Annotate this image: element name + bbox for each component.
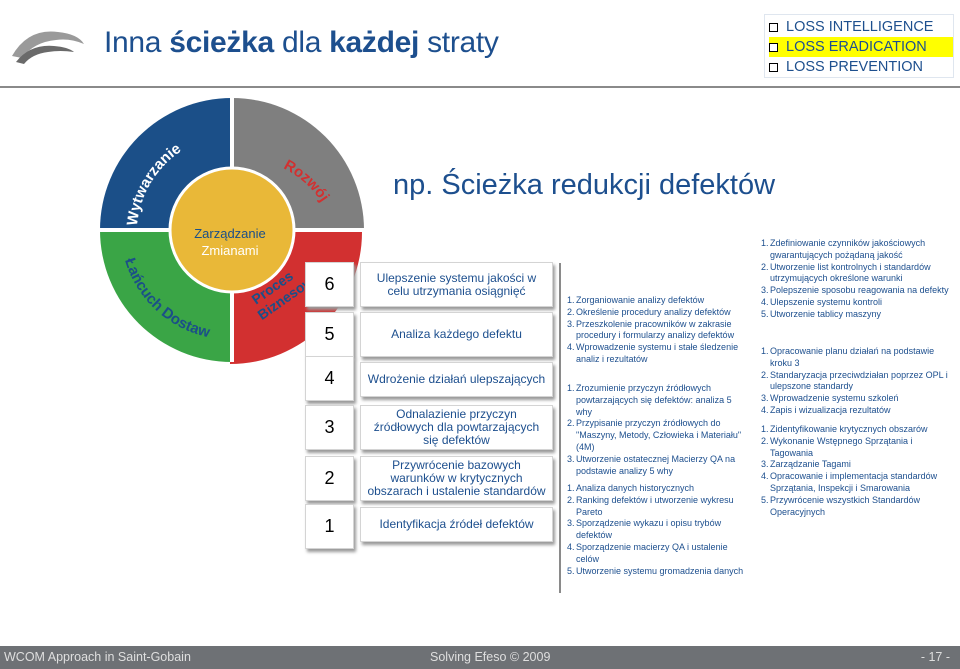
footer-center-text: Solving Efeso © 2009 — [430, 650, 551, 664]
list-item: 2.Standaryzacja przeciwdziałan poprzez O… — [761, 369, 948, 392]
footer-bar: WCOM Approach in Saint-Gobain Solving Ef… — [0, 646, 960, 669]
footer-left-text: WCOM Approach in Saint-Gobain — [4, 650, 191, 664]
checkbox-icon — [769, 42, 778, 52]
step-5-actions: 1.Zorganiowanie analizy defektów 2.Okreś… — [567, 295, 747, 366]
step-1-actions: 1.Analiza danych historycznych 2.Ranking… — [567, 483, 747, 577]
step-number-3: 3 — [305, 405, 354, 450]
step-box-4: Wdrożenie działań ulepszających — [360, 362, 553, 397]
steps-divider — [559, 263, 561, 593]
step-2-actions: 1.Zidentyfikowanie krytycznych obszarów … — [761, 424, 956, 518]
loss-eradication-option: LOSS ERADICATION — [769, 37, 953, 57]
list-item: 1.Zrozumienie przyczyn źródłowych powtar… — [567, 383, 732, 417]
list-item: 3.Przeszkolenie pracowników w zakrasie p… — [567, 318, 735, 341]
list-item: 3.Zarządzanie Tagami — [761, 459, 851, 470]
step-box-1: Identyfikacja źródeł defektów — [360, 507, 553, 542]
list-item: 3.Utworzenie ostatecznej Macierzy QA na … — [567, 453, 736, 476]
list-item: 4.Wprowadzenie systemu i stałe śledzenie… — [567, 342, 739, 364]
loss-type-list: LOSS INTELLIGENCE LOSS ERADICATION LOSS … — [764, 14, 954, 78]
list-item: 4.Opracowanie i implementacja standardów… — [761, 471, 938, 493]
list-item: 3.Polepszenie sposobu reagowania na defe… — [761, 285, 949, 296]
center-label-line2: Zmianami — [201, 243, 258, 258]
list-item: 3.Wprowadzenie systemu szkoleń — [761, 393, 899, 404]
list-item: 5.Utworzenie systemu gromadzenia danych — [567, 565, 744, 576]
list-item: 4.Sporządzenie macierzy QA i ustalenie c… — [567, 541, 728, 564]
step-number-1: 1 — [305, 504, 354, 549]
list-item: 1.Zidentyfikowanie krytycznych obszarów — [761, 424, 928, 434]
step-box-6: Ulepszenie systemu jakości w celu utrzym… — [360, 262, 553, 307]
list-item: 1.Zdefiniowanie czynników jakościowych g… — [761, 238, 926, 260]
loss-prevention-option: LOSS PREVENTION — [769, 57, 953, 77]
section-subtitle: np. Ścieżka redukcji defektów — [393, 169, 776, 201]
list-item: 2.Określenie procedury analizy defektów — [567, 306, 731, 317]
loss-intelligence-option: LOSS INTELLIGENCE — [769, 17, 953, 37]
step-box-2: Przywrócenie bazowych warunków w krytycz… — [360, 456, 553, 501]
list-item: 4.Ulepszenie systemu kontroli — [761, 296, 883, 307]
list-item: 1.Analiza danych historycznych — [567, 483, 695, 493]
center-circle — [168, 166, 296, 294]
slide-title: Inna ścieżka dla każdej straty — [104, 26, 499, 59]
step-box-3: Odnalazienie przyczyn źródłowych dla pow… — [360, 405, 553, 450]
center-label-line1: Zarządzanie — [194, 226, 266, 241]
step-number-5: 5 — [305, 312, 354, 357]
checkbox-icon — [769, 62, 778, 72]
step-number-4: 4 — [305, 356, 354, 401]
list-item: 2.Utworzenie list kontrolnych i standard… — [761, 261, 931, 284]
page-number: - 17 - — [920, 650, 950, 664]
step-4-actions: 1.Opracowanie planu działań na podstawie… — [761, 346, 956, 417]
step-3-actions: 1.Zrozumienie przyczyn źródłowych powtar… — [567, 383, 747, 477]
list-item: 3.Sporządzenie wykazu i opisu trybów def… — [567, 518, 722, 541]
list-item: 5.Utworzenie tablicy maszyny — [761, 308, 882, 319]
step-number-6: 6 — [305, 262, 354, 307]
list-item: 1.Zorganiowanie analizy defektów — [567, 295, 705, 305]
step-box-5: Analiza każdego defektu — [360, 312, 553, 357]
header-divider — [0, 86, 960, 88]
checkbox-icon — [769, 22, 778, 32]
company-logo — [12, 31, 84, 64]
list-item: 2.Przypisanie przyczyn źródłowych do "Ma… — [567, 418, 742, 452]
step-number-2: 2 — [305, 456, 354, 501]
list-item: 2.Ranking defektów i utworzenie wykresu … — [567, 494, 734, 517]
list-item: 1.Opracowanie planu działań na podstawie… — [761, 346, 935, 368]
step-6-actions: 1.Zdefiniowanie czynników jakościowych g… — [761, 238, 956, 321]
list-item: 2.Wykonanie Wstępnego Sprzątania i Tagow… — [761, 435, 913, 458]
list-item: 5.Przywrócenie wszystkich Standardów Ope… — [761, 494, 921, 517]
list-item: 4.Zapis i wizualizacja rezultatów — [761, 404, 891, 415]
